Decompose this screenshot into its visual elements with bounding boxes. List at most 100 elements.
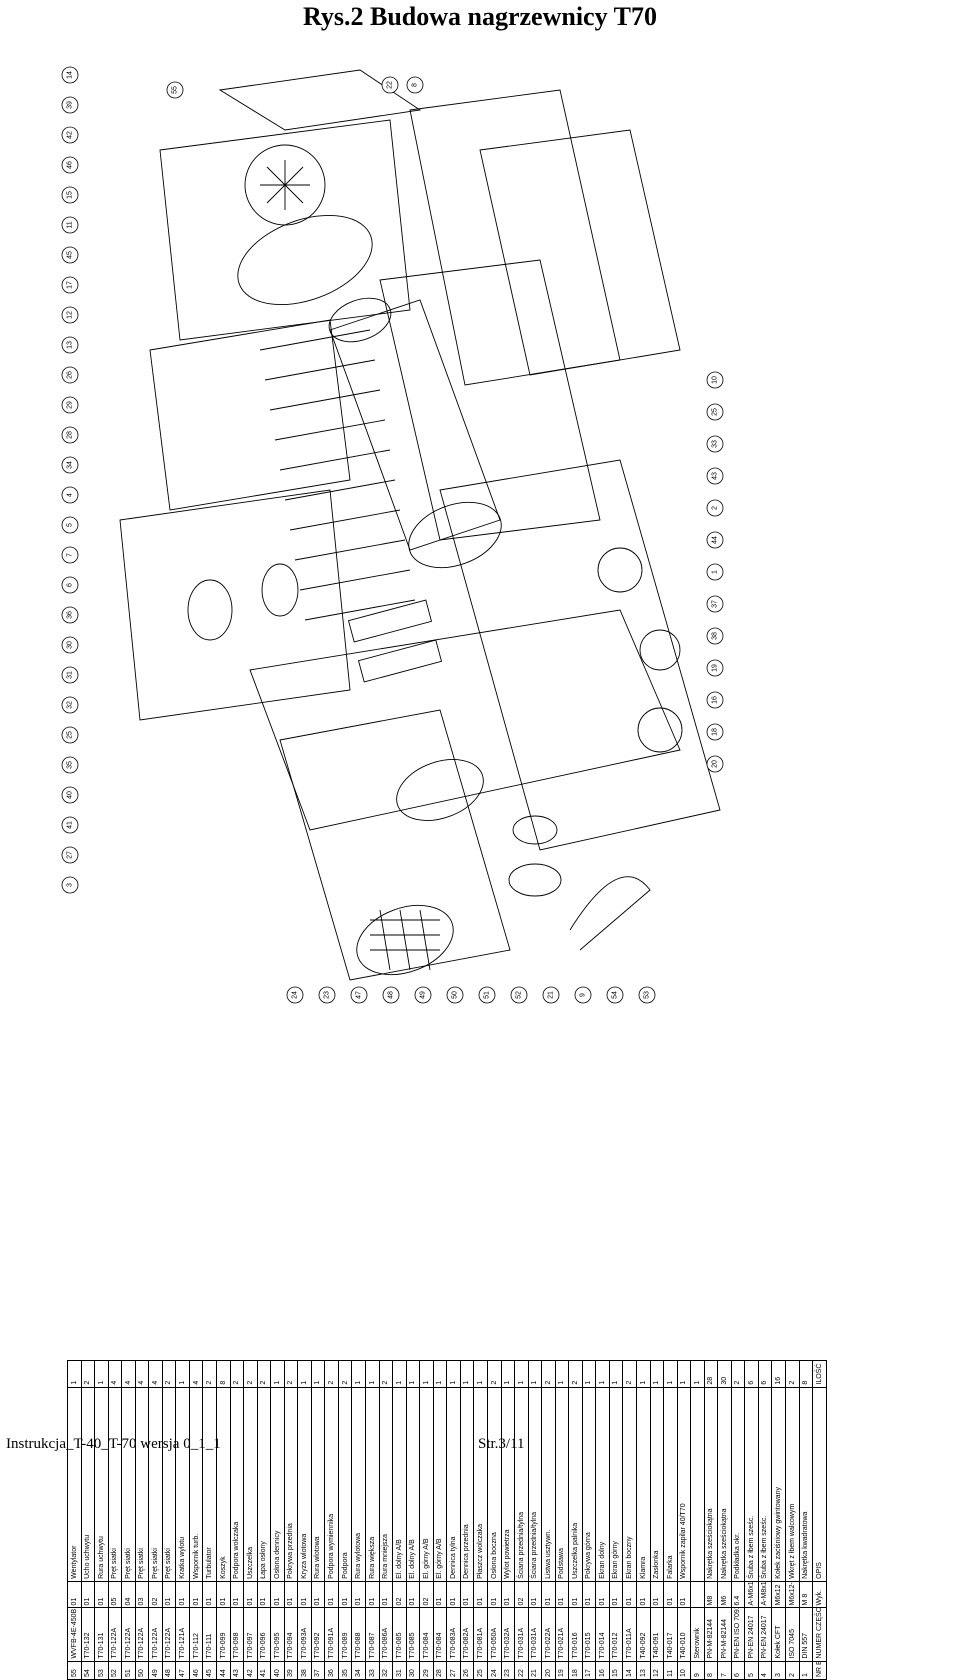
- callout-bubble: 10: [706, 371, 724, 389]
- cell-ilosc: 2: [284, 1360, 298, 1388]
- cell-ilosc: 1: [636, 1360, 651, 1388]
- cell-wyk: 01: [433, 1581, 447, 1608]
- cell-part-number: PN-EN 24017: [758, 1607, 772, 1662]
- cell-wyk: 01: [473, 1581, 488, 1608]
- header-nr: NR ELEMENTU: [812, 1661, 827, 1680]
- callout-label: 20: [712, 760, 719, 768]
- cell-opis: Listwa usztywn.: [541, 1387, 556, 1582]
- cell-opis: Pokrywa przednia: [284, 1387, 298, 1582]
- callout-label: 22: [387, 81, 394, 89]
- cell-part-number: PN-EN 24017: [744, 1607, 759, 1662]
- cell-nr: 6: [731, 1661, 745, 1680]
- cell-part-number: T70-096: [257, 1607, 271, 1662]
- cell-nr: 11: [663, 1661, 678, 1680]
- callout-bubble: 1: [706, 563, 724, 581]
- cell-wyk: [690, 1581, 705, 1608]
- cell-opis: Rura wylotowa: [351, 1387, 366, 1582]
- callout-label: 38: [712, 632, 719, 640]
- callout-bubble: 20: [706, 755, 724, 773]
- cell-wyk: M8: [704, 1581, 718, 1608]
- callout-bubble: 50: [446, 986, 464, 1004]
- cell-part-number: T70-091A: [324, 1607, 339, 1662]
- cell-wyk: 01: [379, 1581, 393, 1608]
- cell-nr: 22: [514, 1661, 529, 1680]
- callout-bubble: 51: [478, 986, 496, 1004]
- callout-label: 1: [712, 570, 719, 574]
- cell-opis: Koszyk: [216, 1387, 231, 1582]
- cell-part-number: T70-016: [568, 1607, 583, 1662]
- cell-opis: Rura wlotowa: [311, 1387, 325, 1582]
- cell-nr: 29: [419, 1661, 434, 1680]
- cell-opis: Falarka: [663, 1387, 678, 1582]
- cell-part-number: T40-092: [636, 1607, 651, 1662]
- base-frame: [439, 459, 721, 851]
- cell-wyk: M6: [717, 1581, 732, 1608]
- cell-nr: 10: [677, 1661, 691, 1680]
- cell-part-number: T70-097: [243, 1607, 258, 1662]
- callout-bubble: 33: [706, 435, 724, 453]
- cell-wyk: 01: [406, 1581, 420, 1608]
- cell-part-number: T70-012: [609, 1607, 623, 1662]
- callout-label: 25: [67, 731, 74, 739]
- callout-label: 10: [712, 376, 719, 384]
- cell-nr: 41: [257, 1661, 271, 1680]
- cell-opis: El. dolny A/B: [406, 1387, 420, 1582]
- callout-bubble: 32: [61, 696, 79, 714]
- callout-label: 50: [452, 991, 459, 999]
- cell-opis: Turbulator: [202, 1387, 217, 1582]
- cell-part-number: ISO 7045: [785, 1607, 800, 1662]
- callout-bubble: 6: [61, 576, 79, 594]
- cell-ilosc: 1: [501, 1360, 515, 1388]
- cell-part-number: T70-032A: [501, 1607, 515, 1662]
- callout-label: 45: [67, 251, 74, 259]
- callout-label: 37: [712, 600, 719, 608]
- cell-part-number: T70-083A: [446, 1607, 461, 1662]
- callout-label: 39: [67, 101, 74, 109]
- cell-nr: 38: [297, 1661, 312, 1680]
- cell-opis: Ściana przednia/tylna: [514, 1387, 529, 1582]
- cell-ilosc: 2: [243, 1360, 258, 1388]
- top-screen-plate: [119, 489, 351, 721]
- cell-part-number: T70-015: [582, 1607, 596, 1662]
- cell-ilosc: 2: [379, 1360, 393, 1388]
- callout-label: 8: [412, 83, 419, 87]
- cell-opis: Pokrywa górna: [582, 1387, 596, 1582]
- cell-ilosc: 2: [324, 1360, 339, 1388]
- cell-nr: 28: [433, 1661, 447, 1680]
- cell-ilosc: 1: [351, 1360, 366, 1388]
- cell-ilosc: 1: [419, 1360, 434, 1388]
- callout-bubble: 14: [61, 66, 79, 84]
- cell-ilosc: 1: [67, 1360, 82, 1388]
- cell-part-number: T70-122A: [135, 1607, 149, 1662]
- cell-opis: Wkręt z łbem walcowym: [785, 1387, 800, 1582]
- cell-nr: 24: [487, 1661, 501, 1680]
- cell-part-number: DIN 557: [799, 1607, 813, 1662]
- callout-label: 5: [67, 523, 74, 527]
- cell-nr: 51: [121, 1661, 136, 1680]
- cell-wyk: 01: [460, 1581, 474, 1608]
- cell-nr: 12: [650, 1661, 664, 1680]
- cell-part-number: WVFB-4E-450B: [67, 1607, 82, 1662]
- header-wyk: Wyk.: [812, 1581, 827, 1608]
- cell-opis: Kryza wlotowa: [297, 1387, 312, 1582]
- cell-ilosc: 8: [216, 1360, 231, 1388]
- cell-opis: Rura większa: [365, 1387, 380, 1582]
- cell-nr: 14: [622, 1661, 637, 1680]
- cell-opis: Płaszcz wolczaka: [473, 1387, 488, 1582]
